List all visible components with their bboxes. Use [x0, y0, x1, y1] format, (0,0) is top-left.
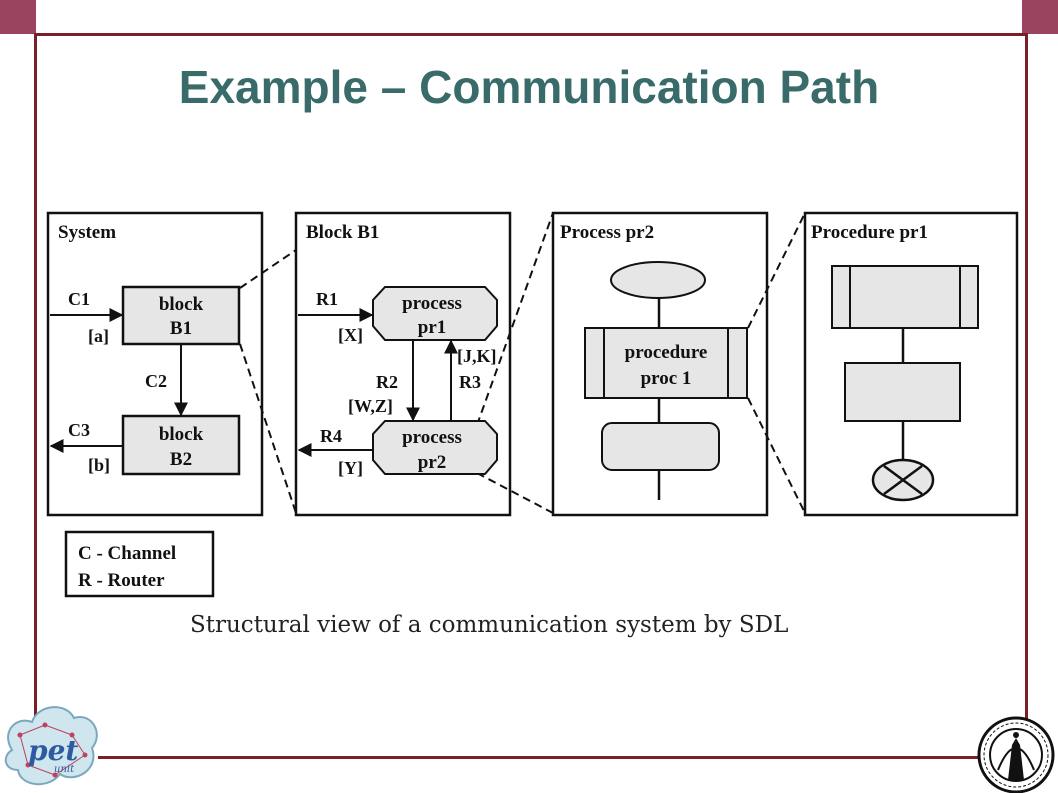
panel-process-pr2: Process pr2 procedure proc 1	[551, 211, 769, 517]
panel-procedure-pr1: Procedure pr1	[803, 211, 1019, 517]
router-r3-label: R3	[459, 372, 481, 392]
legend-channel: C - Channel	[78, 543, 176, 564]
frame-right-line	[1025, 33, 1028, 723]
signal-b-label: [b]	[88, 455, 110, 475]
logo-text: pet	[28, 734, 78, 767]
return-symbol	[871, 458, 935, 502]
diagram-caption: Structural view of a communication syste…	[190, 612, 788, 638]
frame-bottom-line	[98, 756, 978, 759]
corner-accent-left	[0, 0, 36, 34]
signal-jk-label: [J,K]	[457, 346, 497, 366]
start-symbol	[610, 261, 706, 299]
process-pr1-label-2: pr1	[418, 317, 447, 338]
process-pr2-label-2: pr2	[418, 452, 447, 473]
channel-c2-label: C2	[145, 371, 167, 391]
panel-system: System block B1 block B2 C1 [a] C2 C3 [b…	[46, 211, 264, 517]
procedure-start-symbol	[831, 265, 979, 329]
block-b1-label-2: B1	[170, 318, 192, 339]
signal-wz-label: [W,Z]	[348, 396, 393, 416]
block-b2	[121, 414, 241, 476]
state-symbol	[601, 422, 720, 471]
slide-title: Example – Communication Path	[178, 61, 880, 113]
channel-c1-label: C1	[68, 289, 90, 309]
panel-process-pr2-title: Process pr2	[560, 222, 654, 243]
signal-y-label: [Y]	[338, 458, 363, 478]
block-b1	[121, 285, 241, 346]
panel-block-b1-title: Block B1	[306, 222, 379, 243]
block-b1-label-1: block	[159, 294, 204, 315]
router-r4-label: R4	[320, 426, 342, 446]
logo-subtext: unit	[54, 764, 75, 775]
signal-a-label: [a]	[88, 326, 109, 346]
channel-c3-label: C3	[68, 420, 90, 440]
panel-block-b1: Block B1 process pr1 process pr2 R1 [X] …	[294, 211, 512, 517]
zoom-lines	[239, 212, 806, 514]
router-r2-label: R2	[376, 372, 398, 392]
block-b2-label-2: B2	[170, 449, 192, 470]
router-r1-label: R1	[316, 289, 338, 309]
legend-box: C - Channel R - Router	[64, 530, 215, 598]
panel-procedure-pr1-title: Procedure pr1	[811, 222, 928, 243]
procedure-call-symbol	[584, 327, 748, 399]
procedure-call-label-1: procedure	[625, 342, 708, 363]
frame-left-line	[34, 33, 37, 723]
process-pr1-label-1: process	[402, 293, 462, 314]
process-pr2-shape	[372, 420, 498, 475]
process-pr2-label-1: process	[402, 427, 462, 448]
institute-seal	[977, 716, 1055, 793]
legend-router: R - Router	[78, 570, 165, 591]
block-b2-label-1: block	[159, 424, 204, 445]
panel-system-title: System	[58, 222, 116, 243]
corner-accent-right	[1022, 0, 1058, 34]
signal-x-label: [X]	[338, 325, 363, 345]
frame-top-line	[34, 33, 1028, 36]
pet-unit-logo: pet unit	[4, 706, 98, 786]
procedure-call-label-2: proc 1	[641, 368, 692, 389]
task-symbol	[844, 362, 961, 422]
